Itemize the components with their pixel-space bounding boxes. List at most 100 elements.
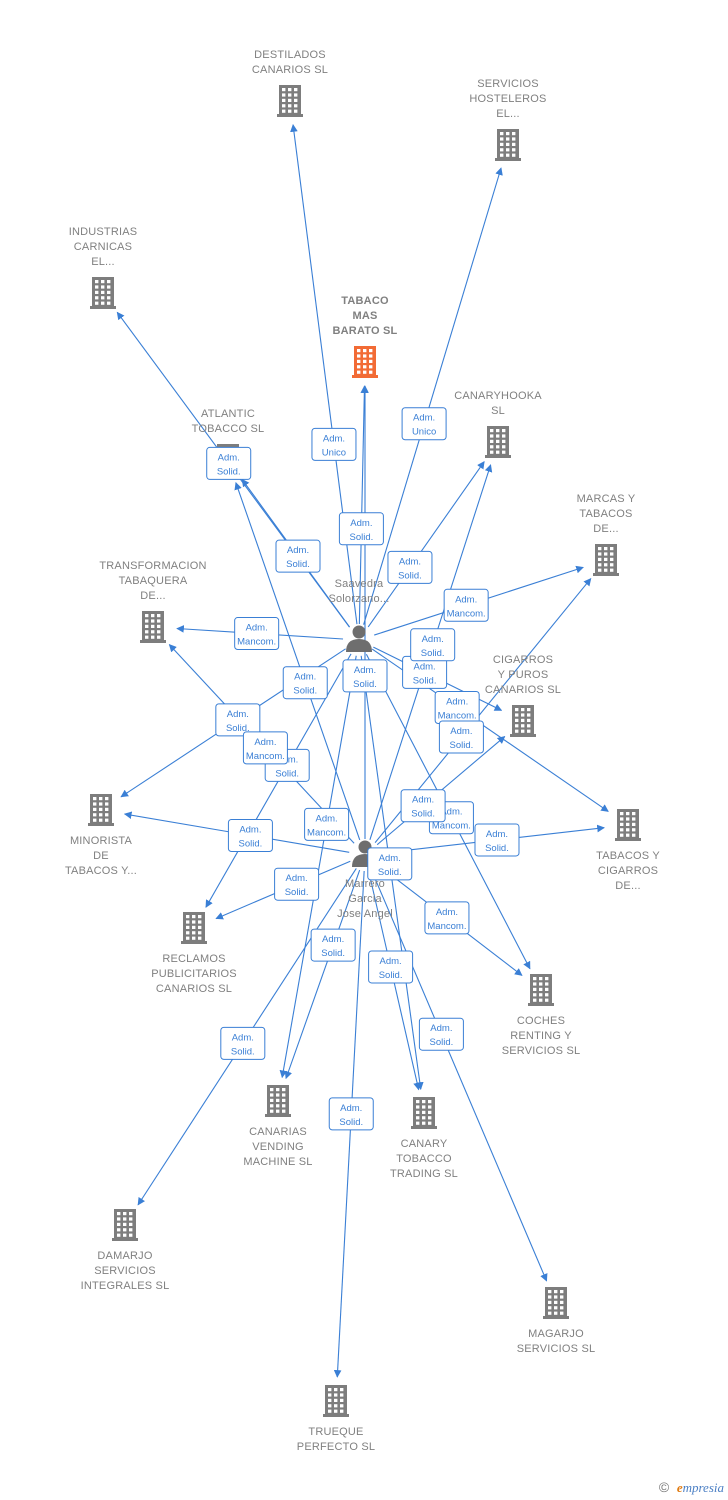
edge-label-saavedra-to-canaryhooka[interactable]: Adm.Solid.: [387, 550, 433, 584]
edge-label-marrero-to-trueque[interactable]: Adm.Solid.: [328, 1097, 374, 1131]
edge-label-marrero-to-coches[interactable]: Adm. Mancom.: [424, 901, 470, 935]
edge-label-text: Mancom.: [438, 711, 477, 722]
edge-label-text: Solid.: [413, 675, 437, 686]
node-label: ATLANTIC: [201, 408, 255, 420]
edge-label-marrero-to-canaryhooka[interactable]: Adm.Solid.: [410, 628, 456, 662]
edge-label-saavedra-to-marcas[interactable]: Adm.Mancom.: [443, 588, 489, 622]
node-label: CARNICAS: [74, 241, 132, 253]
node-label: CANARYHOOKA: [454, 390, 542, 402]
node-servicios_host[interactable]: SERVICIOS HOSTELEROS EL...: [469, 78, 546, 161]
node-label: SERVICIOS: [477, 78, 539, 90]
edge-label-marrero-to-canary_tobacco[interactable]: Adm.Solid.: [368, 950, 414, 984]
edge-label-box: [282, 666, 328, 700]
edge-label-marrero-to-transformacion[interactable]: Adm.Mancom.: [242, 731, 288, 765]
edge-label-saavedra-to-tabaco_mas_barato[interactable]: Adm.Solid.: [338, 512, 384, 546]
node-marcas[interactable]: MARCAS YTABACOSDE...: [577, 493, 636, 576]
edge-label-box: [227, 818, 273, 852]
edge-label-text: Solid.: [350, 532, 374, 543]
edge-label-text: Adm.: [294, 672, 316, 683]
edge-label-text: Solid.: [379, 970, 403, 981]
node-label: Solorzano...: [328, 593, 389, 605]
node-label: EL...: [496, 108, 520, 120]
edge-label-box: [367, 847, 413, 881]
copyright-symbol: ©: [658, 1479, 670, 1495]
edge-label-box: [242, 731, 288, 765]
edge-label-marrero-to-marcas[interactable]: Adm.Solid.: [438, 720, 484, 754]
edge-label-saavedra-to-minorista[interactable]: Adm.Solid.: [215, 703, 261, 737]
node-tabacos_cigarros[interactable]: TABACOS YCIGARROSDE...: [596, 809, 660, 892]
brand-logo[interactable]: empresia: [677, 1480, 724, 1495]
edge-label-marrero-to-cigarros_puros[interactable]: Adm.Solid.: [400, 789, 446, 823]
node-industrias[interactable]: INDUSTRIASCARNICASEL...: [69, 226, 138, 309]
edge-label-marrero-to-atlantic[interactable]: Adm. Solid.: [282, 666, 328, 700]
edge-label-box: [424, 901, 470, 935]
edge-label-box: [275, 539, 321, 573]
node-label: RECLAMOS: [162, 953, 225, 965]
building-icon: [615, 809, 641, 841]
node-label: DE: [93, 850, 109, 862]
edge-label-text: Mancom.: [427, 921, 466, 932]
edge-label-saavedra-to-destilados[interactable]: Adm.Unico: [311, 427, 357, 461]
edge-label-text: Adm.: [436, 907, 458, 918]
edge-label-box: [438, 720, 484, 754]
node-label: TRANSFORMACION: [99, 560, 206, 572]
edge-label-saavedra-to-canarias_vending[interactable]: Adm.Mancom.: [304, 807, 350, 841]
building-icon: [352, 346, 378, 378]
node-saavedra[interactable]: SaavedraSolorzano...: [328, 578, 389, 652]
edge-label-text: Solid.: [293, 686, 317, 697]
edge-label-text: Mancom.: [447, 608, 486, 619]
node-label: TOBACCO: [396, 1153, 452, 1165]
node-label: TABACOS Y...: [65, 865, 137, 877]
node-label: CANARY: [401, 1138, 448, 1150]
node-label: HOSTELEROS: [469, 93, 546, 105]
edge-label-marrero-to-tabacos_cigarros[interactable]: Adm.Solid.: [474, 823, 520, 857]
building-icon: [323, 1385, 349, 1417]
edge-marrero-to-magarjo: [370, 869, 548, 1282]
edge-label-saavedra-to-transformacion[interactable]: Adm.Mancom.: [234, 617, 280, 651]
edge-label-saavedra-to-servicios_host[interactable]: Adm.Unico: [401, 407, 447, 441]
edge-label-box: [274, 867, 320, 901]
edge-label-text: Adm.: [287, 545, 309, 556]
edge-label-text: Adm.: [440, 807, 462, 818]
edge-label-text: Adm.: [323, 433, 345, 444]
edge-label-marrero-to-magarjo[interactable]: Adm.Solid.: [418, 1017, 464, 1051]
edge-label-text: Adm.: [354, 665, 376, 676]
edge-label-text: Mancom.: [237, 637, 276, 648]
edge-label-text: Mancom.: [246, 751, 285, 762]
edge-label-text: Adm.: [486, 829, 508, 840]
node-transformacion[interactable]: TRANSFORMACIONTABAQUERADE...: [99, 560, 206, 643]
edge-label-marrero-to-minorista[interactable]: Adm.Solid.: [227, 818, 273, 852]
edge-label-saavedra-to-canary_tobacco[interactable]: Adm.Solid.: [367, 847, 413, 881]
edge-label-text: Solid.: [321, 948, 345, 959]
edge-label-marrero-to-reclamos[interactable]: Adm.Solid.: [274, 867, 320, 901]
edge-label-saavedra-to-industrias[interactable]: Adm.Solid.: [206, 446, 252, 480]
node-label: TOBACCO SL: [192, 423, 265, 435]
edge-label-marrero-to-canarias_vending[interactable]: Adm.Solid.: [310, 928, 356, 962]
edge-label-saavedra-to-atlantic[interactable]: Adm.Solid.: [275, 539, 321, 573]
edge-label-saavedra-to-tabacos_cigarros[interactable]: Adm.Mancom.: [434, 691, 480, 725]
edge-label-text: Solid.: [275, 768, 299, 779]
edge-label-text: Solid.: [450, 740, 474, 751]
building-icon: [181, 912, 207, 944]
edge-label-marrero-to-tabaco_mas_barato[interactable]: Adm.Solid.: [342, 659, 388, 693]
edge-label-text: Adm.: [399, 556, 421, 567]
edge-label-marrero-to-damarjo[interactable]: Adm.Solid.: [220, 1026, 266, 1060]
edge-label-box: [234, 617, 280, 651]
edge-label-text: Adm.: [316, 813, 338, 824]
edge-label-box: [410, 628, 456, 662]
node-label: PUBLICITARIOS: [151, 968, 237, 980]
